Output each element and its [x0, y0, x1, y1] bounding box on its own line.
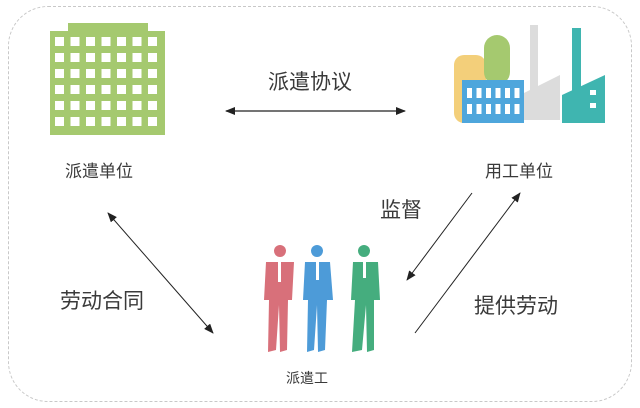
factory-window [495, 88, 501, 98]
label-supervision: 监督 [380, 198, 422, 222]
building-window [117, 85, 126, 94]
building-window [70, 37, 80, 46]
building-window [101, 117, 111, 126]
building-window [117, 69, 126, 78]
label-employer-unit: 用工单位 [485, 162, 553, 182]
label-dispatch-agreement: 派遣协议 [268, 70, 352, 94]
factory-window [514, 104, 520, 114]
building-window [148, 101, 157, 110]
arrow-provide-labor [414, 192, 521, 334]
building-window [70, 101, 80, 110]
arrow-supervision [406, 192, 473, 281]
building-window [117, 37, 126, 46]
building-window [117, 53, 126, 62]
building-window [70, 69, 80, 78]
building-window [101, 101, 111, 110]
building-window [55, 85, 64, 94]
factory-window [486, 104, 491, 114]
building-window [132, 85, 142, 94]
building-window [70, 117, 80, 126]
building-window [148, 69, 157, 78]
building-window [55, 101, 64, 110]
building-window [148, 37, 157, 46]
worker-figure-red-icon [264, 245, 294, 352]
label-labor-contract: 劳动合同 [60, 289, 144, 313]
building-window [101, 53, 111, 62]
building-window [101, 85, 111, 94]
diagram-frame [8, 6, 632, 402]
building-window [101, 37, 111, 46]
building-window [70, 53, 80, 62]
building-window [148, 85, 157, 94]
factory-window [476, 104, 482, 114]
label-dispatched-worker: 派遣工 [286, 371, 328, 387]
worker-figure-blue-icon [303, 245, 333, 352]
office-building-icon [50, 23, 165, 135]
arrow-labor-contract [107, 212, 214, 334]
building-window [132, 69, 142, 78]
building-window [117, 101, 126, 110]
building-window [148, 117, 157, 126]
building-window [148, 53, 157, 62]
building-window [101, 69, 111, 78]
building-window [86, 117, 95, 126]
building-window [86, 101, 95, 110]
building-window [55, 117, 64, 126]
label-dispatch-unit: 派遣单位 [65, 162, 133, 182]
worker-figure-green-icon [351, 245, 380, 352]
building-window [86, 53, 95, 62]
factory-icon [454, 25, 605, 123]
factory-window [505, 88, 510, 98]
factory-window [514, 88, 520, 98]
factory-window [486, 88, 491, 98]
building-window [55, 37, 64, 46]
building-window [132, 37, 142, 46]
building-window [86, 37, 95, 46]
factory-window [467, 104, 472, 114]
building-window [55, 69, 64, 78]
factory-window [476, 88, 482, 98]
factory-window [495, 104, 501, 114]
building-window [70, 85, 80, 94]
building-window [117, 117, 126, 126]
label-provide-labor: 提供劳动 [474, 294, 558, 318]
building-window [55, 53, 64, 62]
factory-window [505, 104, 510, 114]
building-window [86, 85, 95, 94]
building-window [132, 117, 142, 126]
building-window [132, 101, 142, 110]
factory-window [467, 88, 472, 98]
building-window [132, 53, 142, 62]
building-window [86, 69, 95, 78]
